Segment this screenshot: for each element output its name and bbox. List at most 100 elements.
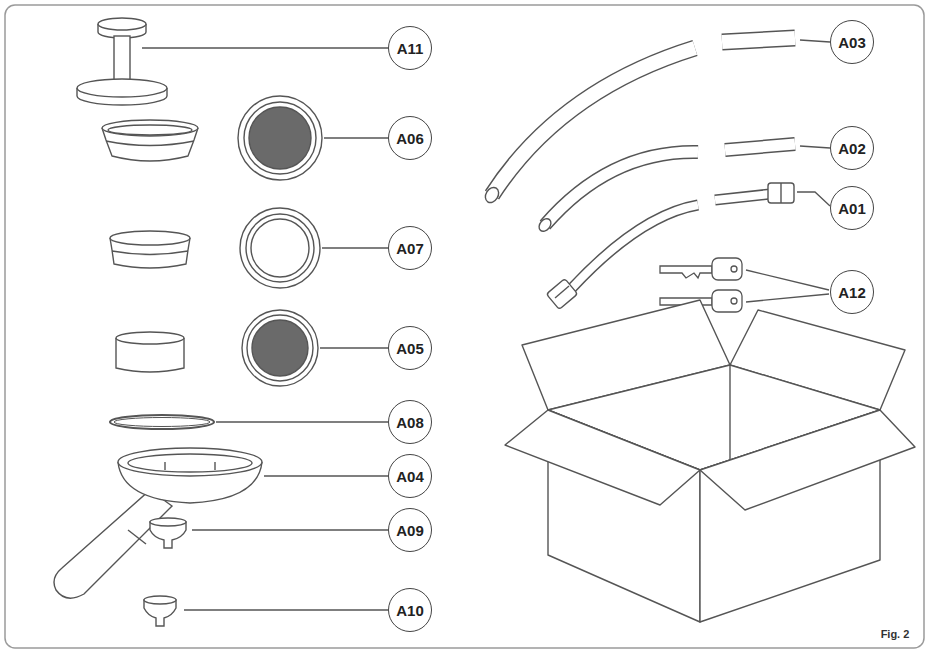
- hose-end: [780, 183, 781, 203]
- hose: [492, 48, 695, 195]
- portafilter: [54, 490, 172, 598]
- portafilter: [164, 462, 165, 470]
- leader-line: [746, 294, 829, 302]
- hose: [572, 205, 698, 288]
- callout-number: A11: [397, 41, 424, 56]
- filter-basket: [116, 332, 184, 344]
- callout-circle: A10: [388, 588, 432, 632]
- callout-number: A01: [838, 201, 866, 216]
- hose: [725, 144, 795, 150]
- filter-basket-top: [244, 102, 316, 174]
- filter-basket: [102, 120, 198, 372]
- portafilter: [128, 530, 146, 544]
- key: [731, 298, 737, 304]
- callout-number: A02: [838, 141, 866, 156]
- leader-line: [322, 247, 388, 248]
- hose-end: [537, 216, 554, 233]
- leader-line: [797, 192, 830, 206]
- callout-number: A05: [396, 341, 424, 356]
- hose: [722, 38, 795, 42]
- spout: [144, 518, 186, 626]
- filter-basket: [108, 125, 192, 135]
- callout-number: A08: [396, 415, 424, 430]
- portafilter: [54, 448, 262, 598]
- leader-line: [800, 146, 830, 148]
- callout-circle: A11: [388, 26, 432, 70]
- hose-end: [768, 183, 794, 203]
- leader-line: [264, 475, 388, 476]
- hose-end: [546, 279, 577, 310]
- leader-line: [746, 270, 829, 290]
- filter-basket: [110, 231, 190, 245]
- callout-number: A06: [396, 131, 424, 146]
- key: [712, 290, 742, 312]
- cardboard-box: [700, 410, 915, 510]
- callout-circle: A07: [388, 226, 432, 270]
- gasket: [110, 415, 214, 429]
- portafilter: [128, 454, 252, 472]
- portafilter: [214, 462, 215, 470]
- hose: [492, 38, 795, 288]
- filter-basket-top: [252, 320, 308, 376]
- filter-basket: [106, 141, 194, 146]
- tamper: [98, 18, 146, 30]
- leader-line: [324, 137, 388, 138]
- leader-line: [216, 421, 388, 422]
- filter-basket: [112, 251, 188, 255]
- callout-circle: A03: [830, 20, 874, 64]
- hose: [715, 194, 770, 200]
- callout-circle: A02: [830, 126, 874, 170]
- callout-circle: A04: [388, 454, 432, 498]
- callout-number: A07: [396, 241, 424, 256]
- filter-basket-top: [246, 214, 314, 282]
- hose: [725, 144, 795, 150]
- callout-circle: A12: [830, 270, 874, 314]
- cardboard-box: [505, 410, 700, 505]
- callout-number: A09: [396, 523, 424, 538]
- tamper: [77, 79, 167, 97]
- filter-basket-top: [238, 96, 322, 180]
- callout-number: A10: [396, 603, 424, 618]
- callout-number: A03: [838, 35, 866, 50]
- filter-basket-top: [251, 219, 309, 277]
- gasket: [110, 415, 214, 429]
- hose-end: [555, 286, 569, 298]
- hose: [715, 194, 770, 200]
- portafilter: [118, 448, 262, 476]
- filter-basket: [102, 120, 198, 136]
- hose-end: [483, 183, 794, 309]
- hose: [492, 48, 695, 195]
- leader-line: [800, 40, 830, 42]
- callout-circle: A06: [388, 116, 432, 160]
- leader-line: [192, 529, 388, 530]
- callout-number: A12: [838, 285, 866, 300]
- filter-basket-top: [242, 310, 318, 386]
- filter-basket-top: [247, 315, 313, 381]
- figure-frame: [5, 5, 924, 648]
- leader-line: [142, 47, 388, 48]
- hose-end: [483, 185, 502, 205]
- cardboard-box: [505, 300, 915, 622]
- callout-circle: A05: [388, 326, 432, 370]
- callout-circle: A09: [388, 508, 432, 552]
- key: [731, 266, 737, 272]
- callout-circle: A08: [388, 400, 432, 444]
- tamper: [77, 18, 167, 105]
- hose: [722, 38, 795, 42]
- hose: [572, 205, 698, 288]
- key: [660, 266, 712, 278]
- cardboard-box: [729, 365, 730, 470]
- gasket: [114, 418, 210, 427]
- callout-number: A04: [396, 469, 424, 484]
- spout: [144, 596, 176, 604]
- filter-basket-top: [240, 208, 320, 288]
- spout: [150, 518, 186, 526]
- leader-line: [184, 609, 388, 610]
- filter-basket-top: [249, 107, 311, 169]
- leader-line: [320, 347, 388, 348]
- callout-circle: A01: [830, 186, 874, 230]
- figure-label: Fig. 2: [881, 628, 910, 640]
- key: [712, 258, 742, 280]
